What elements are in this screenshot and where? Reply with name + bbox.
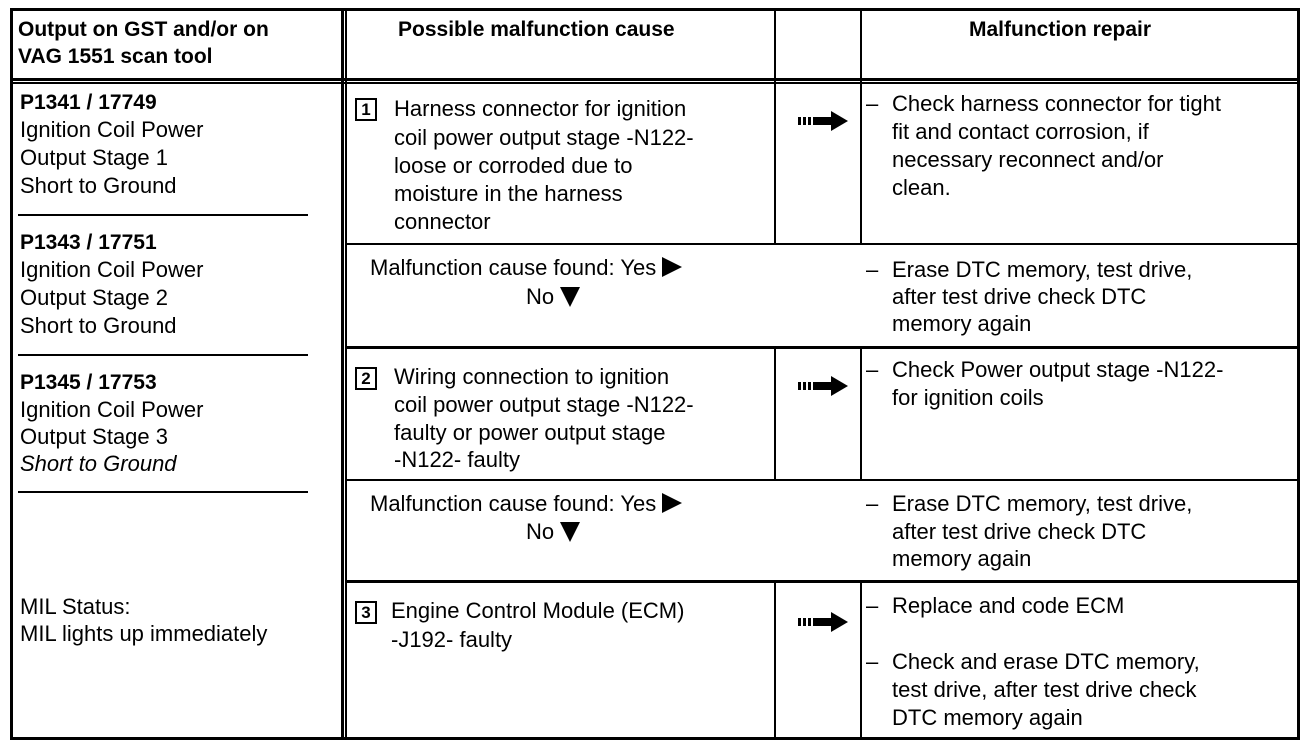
right-arrow-icon (798, 612, 848, 632)
header-divider-2 (10, 82, 1300, 84)
column-divider-left (341, 8, 344, 740)
step-number-1: 1 (355, 98, 377, 121)
dtc-code-3: P1345 / 17753 (20, 371, 157, 394)
step1-repair-d: clean. (892, 175, 951, 200)
column-divider-left-2 (345, 8, 347, 740)
found1-yes-label: Malfunction cause found: Yes (370, 255, 657, 280)
step2-divider-b (860, 348, 862, 480)
step3-repair2-b: test drive, after test drive check (892, 677, 1197, 702)
row-line-3 (345, 479, 1300, 481)
step2-repair-a: Check Power output stage -N122- (892, 357, 1224, 382)
row-line-2 (345, 346, 1300, 349)
found1-yes: Malfunction cause found: Yes (370, 254, 683, 282)
step1-cause-e: connector (394, 209, 491, 234)
mil-status-value: MIL lights up immediately (20, 621, 268, 646)
dtc-desc-1c: Short to Ground (20, 173, 177, 198)
right-arrow-icon (798, 111, 848, 131)
right-arrow-icon (798, 376, 848, 396)
step3-repair2-dash: – (866, 649, 879, 674)
table-border-right (1297, 8, 1300, 740)
found2-repair-a: Erase DTC memory, test drive, (892, 491, 1193, 516)
step1-cause-c: loose or corroded due to (394, 153, 633, 178)
step3-cause-b: -J192- faulty (391, 627, 513, 652)
found2-no: No (526, 518, 581, 546)
triangle-right-icon (662, 493, 683, 513)
found1-repair-dash: – (866, 257, 879, 282)
step3-divider-a (774, 582, 776, 738)
dtc-desc-1b: Output Stage 1 (20, 145, 168, 170)
step2-repair-dash: – (866, 357, 879, 382)
code-separator-2 (18, 354, 308, 356)
triangle-down-icon (560, 287, 581, 307)
found1-repair-a: Erase DTC memory, test drive, (892, 257, 1193, 282)
header-divider (10, 78, 1300, 81)
header-output-line1: Output on GST and/or on (18, 18, 269, 41)
found2-repair-dash: – (866, 491, 879, 516)
header-col-divider-a (774, 8, 776, 84)
step1-repair-b: fit and contact corrosion, if (892, 119, 1149, 144)
step1-repair-c: necessary reconnect and/or (892, 147, 1164, 172)
found2-yes: Malfunction cause found: Yes (370, 490, 683, 518)
code-separator-3 (18, 491, 308, 493)
table-border-top (10, 8, 1300, 11)
table-border-left (10, 8, 13, 740)
found2-repair-b: after test drive check DTC (892, 519, 1147, 544)
step3-repair2-a: Check and erase DTC memory, (892, 649, 1200, 674)
found1-repair-b: after test drive check DTC (892, 284, 1147, 309)
found2-no-label: No (526, 519, 555, 544)
step2-cause-d: -N122- faulty (394, 447, 520, 472)
step1-cause-a: Harness connector for ignition (394, 96, 687, 121)
step3-repair2-c: DTC memory again (892, 705, 1083, 730)
header-cause: Possible malfunction cause (398, 18, 675, 41)
mil-status-label: MIL Status: (20, 594, 131, 619)
step2-cause-a: Wiring connection to ignition (394, 364, 670, 389)
found1-repair-c: memory again (892, 311, 1032, 336)
step1-cause-b: coil power output stage -N122- (394, 125, 694, 150)
step2-cause-c: faulty or power output stage (394, 420, 666, 445)
step2-repair-b: for ignition coils (892, 385, 1044, 410)
step1-divider-b (860, 84, 862, 244)
dtc-code-1: P1341 / 17749 (20, 91, 157, 114)
step1-divider-a (774, 84, 776, 244)
step-number-2: 2 (355, 367, 377, 390)
triangle-right-icon (662, 257, 683, 277)
code-separator-1 (18, 214, 308, 216)
step1-repair-dash: – (866, 91, 879, 116)
dtc-desc-3c: Short to Ground (20, 451, 177, 476)
step3-repair-a: Replace and code ECM (892, 593, 1125, 618)
dtc-desc-1a: Ignition Coil Power (20, 117, 204, 142)
header-repair: Malfunction repair (969, 18, 1152, 41)
dtc-desc-2b: Output Stage 2 (20, 285, 168, 310)
dtc-desc-2c: Short to Ground (20, 313, 177, 338)
dtc-desc-2a: Ignition Coil Power (20, 257, 204, 282)
step3-divider-b (860, 582, 862, 738)
step1-cause-d: moisture in the harness (394, 181, 623, 206)
step-number-3: 3 (355, 601, 377, 624)
found1-no-label: No (526, 284, 555, 309)
table-border-bottom (10, 737, 1300, 740)
found2-repair-c: memory again (892, 546, 1032, 571)
step3-cause-a: Engine Control Module (ECM) (391, 598, 685, 623)
row-line-4 (345, 580, 1300, 583)
step2-cause-b: coil power output stage -N122- (394, 392, 694, 417)
header-output-line2: VAG 1551 scan tool (18, 45, 213, 68)
found2-yes-label: Malfunction cause found: Yes (370, 491, 657, 516)
step2-divider-a (774, 348, 776, 480)
step1-repair-a: Check harness connector for tight (892, 91, 1221, 116)
dtc-desc-3b: Output Stage 3 (20, 424, 168, 449)
found1-no: No (526, 283, 581, 311)
dtc-desc-3a: Ignition Coil Power (20, 397, 204, 422)
step3-repair-dash: – (866, 593, 879, 618)
dtc-code-2: P1343 / 17751 (20, 231, 157, 254)
triangle-down-icon (560, 522, 581, 542)
header-col-divider-b (860, 8, 862, 84)
row-line-1 (345, 243, 1300, 245)
